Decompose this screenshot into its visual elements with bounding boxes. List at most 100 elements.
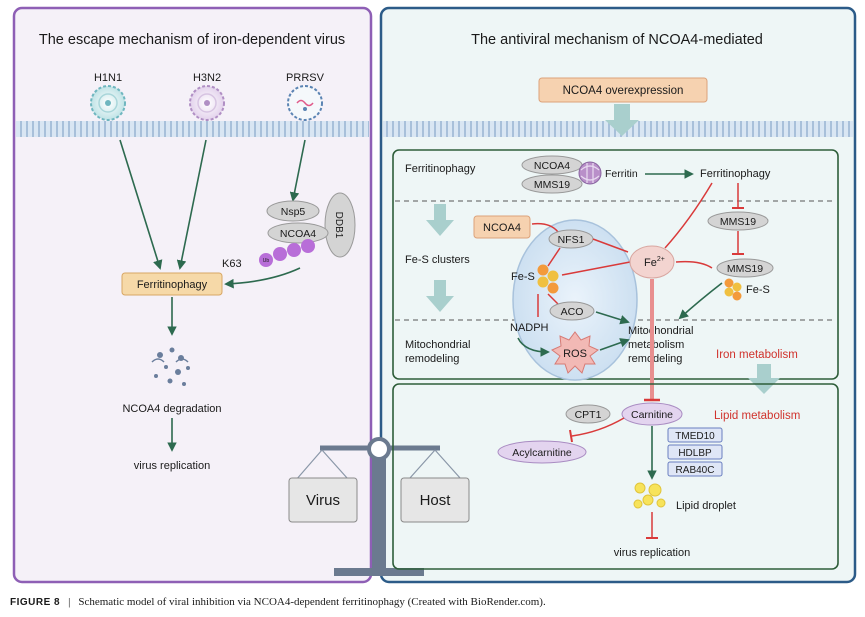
ddb1-protein [324,192,356,258]
k63-label: K63 [222,258,242,270]
fes-cluster-right-icon [724,278,742,301]
virus-label-h3n2: H3N2 [193,72,221,84]
cell-membrane-left [16,121,369,137]
aco-protein [549,301,595,321]
arrow-nadph-ros [517,337,550,357]
protein-box-hdlbp [667,444,723,460]
ddb1-label: DDB1 [333,212,344,239]
mito-metab-label-3: remodeling [628,353,682,365]
inhibit-fe2-mms19fes [675,260,713,269]
arrow-iron-to-lipid [748,364,780,394]
virus-replication-label-left: virus replication [134,460,210,472]
ros-label: ROS [563,348,587,360]
cpt1-label: CPT1 [575,409,602,421]
mms19-top-label: MMS19 [534,179,570,191]
ncoa4-degradation-label: NCOA4 degradation [122,403,221,415]
fe2-label: Fe2+ [644,256,665,269]
protein-label-tmed10: TMED10 [675,431,715,442]
acylcarnitine-label: Acylcarnitine [512,447,572,459]
right-panel-title: The antiviral mechanism of NCOA4-mediate… [471,32,763,48]
ferritin-icon [578,161,602,185]
mms19-top-protein [521,174,583,194]
arrow-h3n2-ferritinophagy [176,139,207,270]
mms19-fes-protein [716,258,774,278]
protein-box-tmed10 [667,427,723,443]
ncoa4-label-left: NCOA4 [280,228,316,240]
arrow-aco-mito [595,311,630,325]
lipid-droplet-label: Lipid droplet [676,500,736,512]
virus-prrsv-icon [287,85,323,121]
iron-metabolism-box [392,149,839,380]
arrow-prrsv-nsp5 [289,139,306,202]
arrow-h1n1-ferritinophagy [119,139,163,270]
ncoa4-orange-box [473,215,531,239]
ferritinophagy-label-left: Ferritinophagy [137,279,208,291]
arrow-overexpression-down [605,104,639,136]
ferritinophagy-side-label: Ferritinophagy [405,163,476,175]
inhibit-fes-fe2 [561,261,631,276]
acylcarnitine-protein [497,440,587,464]
inhibit-carnitine-acylcarnitine [571,417,625,437]
ncoa4-orange-label: NCOA4 [483,222,521,234]
balance-scale-icon [288,437,470,576]
cpt1-protein [565,404,611,424]
mito-remodeling-side-label-2: remodeling [405,353,459,365]
caption-text: Schematic model of viral inhibition via … [78,596,546,608]
lipid-droplet-icon [633,482,666,509]
arrow-mms19fes-mito [678,282,723,320]
ros-burst-icon [551,331,599,374]
mms19-fes-label: MMS19 [727,263,763,275]
mitochondrion [512,219,638,381]
left-panel-title: The escape mechanism of iron-dependent v… [39,32,345,48]
inhibit-ncoa4-nfs1 [531,222,559,233]
mms19-mid-label: MMS19 [720,216,756,228]
fes-right-label: Fe-S [746,284,770,296]
ferritinophagy-box-left [121,272,223,296]
arrow-ncoa4-ferritinophagy [224,267,301,289]
lipid-metabolism-label: Lipid metabolism [714,410,800,422]
protein-box-rab40c [667,461,723,477]
figure-diagram: The escape mechanism of iron-dependent v… [12,6,857,584]
caption-separator: | [68,596,71,608]
fes-label: Fe-S [511,271,535,283]
fe2-ion [629,245,675,279]
mito-metab-label-1: Mitochondrial [628,325,693,337]
aco-label: ACO [561,306,584,318]
protein-label-rab40c: RAB40C [676,465,715,476]
ub-label: Ub [263,258,270,264]
virus-label-h1n1: H1N1 [94,72,122,84]
degradation-fragments-icon [151,347,190,386]
ncoa4-overexpression-label: NCOA4 overexpression [563,85,684,97]
nsp5-protein [266,200,320,222]
nfs1-label: NFS1 [558,234,585,246]
mms19-mid-protein [707,211,769,231]
ncoa4-protein-left [267,222,329,244]
caption-label: FIGURE 8 [10,597,61,608]
protein-label-hdlbp: HDLBP [678,448,712,459]
virus-h3n2-icon [189,85,225,121]
arrow-side-2 [426,280,454,312]
fes-clusters-side-label: Fe-S clusters [405,254,470,266]
ferritinophagy-right-label: Ferritinophagy [700,168,771,180]
ferritin-label: Ferritin [605,168,638,180]
inhibit-ferritinophagy-fe2 [664,182,713,249]
iron-metabolism-label: Iron metabolism [716,349,798,361]
inhibit-nfs1-fes [547,247,561,267]
virus-replication-label-right: virus replication [614,547,690,559]
nadph-label: NADPH [510,322,549,334]
ncoa4-top-label: NCOA4 [534,160,570,172]
carnitine-protein [621,402,683,426]
inhibit-nfs1-fe2 [592,238,629,253]
arrow-ros-mito [599,338,630,351]
fes-cluster-icon [537,264,559,294]
mito-metab-label-2: metabolism [628,339,684,351]
ubiquitin-chain [259,239,315,267]
scale-label-virus: Virus [306,492,340,509]
virus-label-prrsv: PRRSV [286,72,325,84]
ncoa4-overexpression-box [538,77,708,103]
carnitine-label: Carnitine [631,409,673,421]
virus-h1n1-icon [90,85,126,121]
lipid-metabolism-box [392,383,839,570]
mito-remodeling-side-label-1: Mitochondrial [405,339,470,351]
scale-label-host: Host [420,492,452,509]
